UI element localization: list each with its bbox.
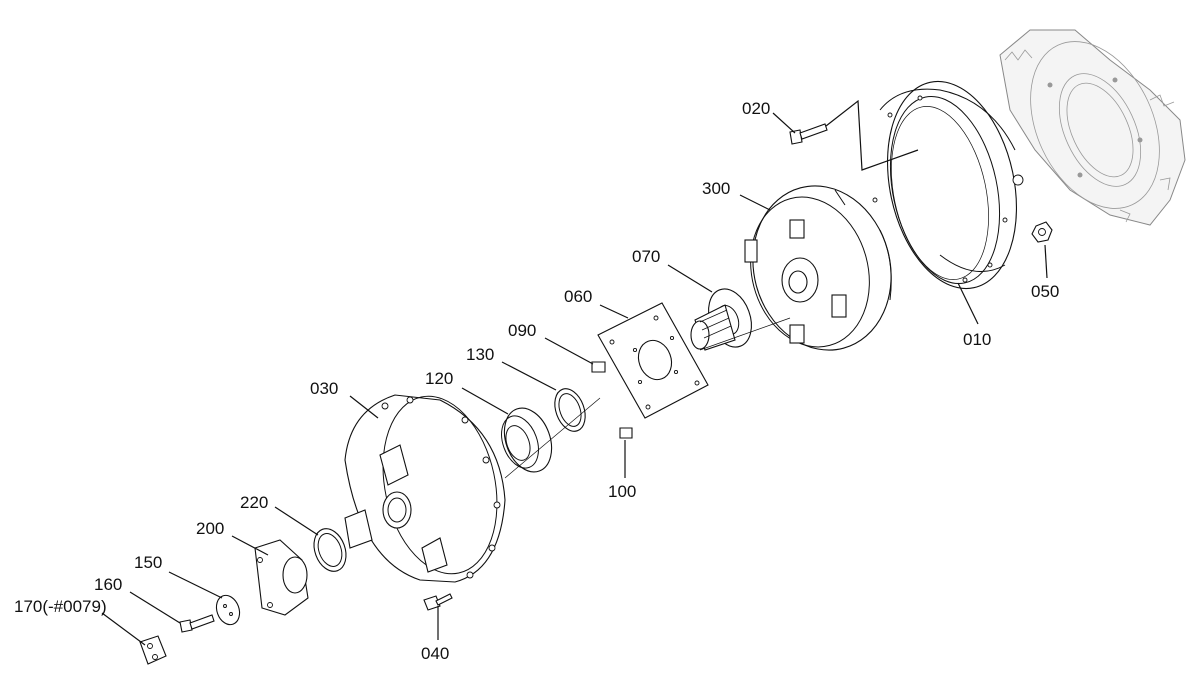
label-100: 100 xyxy=(608,482,636,501)
part-220-seal-ring xyxy=(313,528,347,572)
part-flywheel-gear xyxy=(999,29,1186,226)
label-010: 010 xyxy=(963,330,991,349)
label-200: 200 xyxy=(196,519,224,538)
label-090: 090 xyxy=(508,321,536,340)
label-030: 030 xyxy=(310,379,338,398)
label-300: 300 xyxy=(702,179,730,198)
label-050: 050 xyxy=(1031,282,1059,301)
label-220: 220 xyxy=(240,493,268,512)
label-130: 130 xyxy=(466,345,494,364)
label-160: 160 xyxy=(94,575,122,594)
callout-labels: 020 300 070 060 090 130 120 030 220 200 … xyxy=(14,99,1059,663)
label-150: 150 xyxy=(134,553,162,572)
part-020-bolt xyxy=(789,123,828,145)
part-060-plate xyxy=(597,302,709,419)
part-100-bolt xyxy=(619,427,633,439)
label-020: 020 xyxy=(742,99,770,118)
part-130-snap-ring xyxy=(554,388,586,432)
label-120: 120 xyxy=(425,369,453,388)
leader-lines xyxy=(101,99,1048,646)
part-070-hub-shaft xyxy=(690,288,752,351)
part-150-washer xyxy=(215,594,241,626)
part-300-torque-converter xyxy=(744,185,892,351)
part-090-bolt xyxy=(591,361,606,373)
part-120-bearing xyxy=(501,407,553,473)
part-200-flange-yoke xyxy=(254,539,309,616)
part-170-lock-plate xyxy=(139,635,167,665)
part-040-bolt xyxy=(423,593,453,611)
part-050-nut xyxy=(1031,221,1053,243)
label-070: 070 xyxy=(632,247,660,266)
part-160-bolt xyxy=(179,614,215,633)
part-010-bell-housing xyxy=(872,80,1024,290)
label-040: 040 xyxy=(421,644,449,663)
part-030-housing xyxy=(344,394,506,583)
label-170: 170(-#0079) xyxy=(14,597,107,616)
label-060: 060 xyxy=(564,287,592,306)
